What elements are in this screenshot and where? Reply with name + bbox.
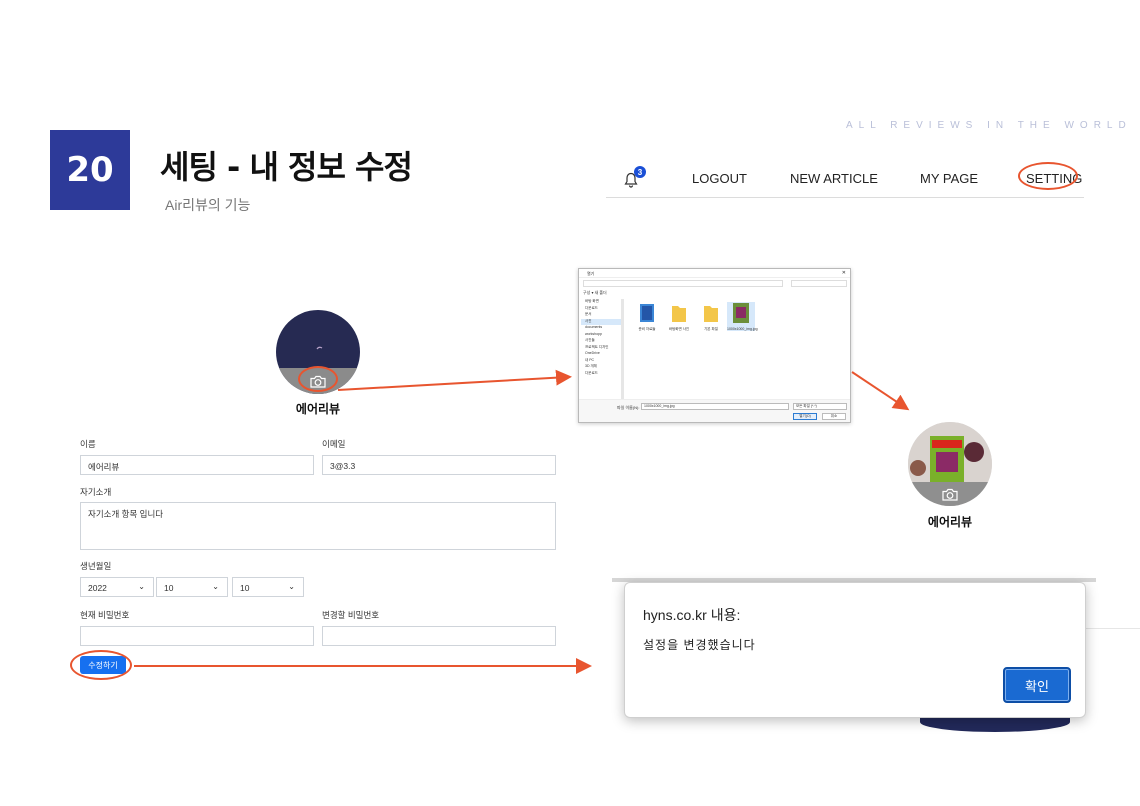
- name-label: 이름: [80, 439, 96, 449]
- sidebar-item[interactable]: OneDrive: [585, 351, 600, 355]
- alert-host: hyns.co.kr 내용:: [643, 607, 741, 623]
- folder-icon: [672, 306, 686, 322]
- filetype-select[interactable]: 모든 파일 (*.*): [793, 403, 847, 410]
- sidebar-item[interactable]: 다운로드: [585, 305, 598, 310]
- notification-badge: 3: [634, 166, 646, 178]
- birth-year-value: 2022: [88, 583, 107, 593]
- cancel-button[interactable]: 취소: [822, 413, 846, 420]
- file-item[interactable]: 바탕화면 사진: [665, 302, 693, 332]
- close-icon[interactable]: ✕: [841, 270, 846, 276]
- dialog-sidebar: 바탕 화면 다운로드 문서 사진 documents workshopp 사진들…: [581, 299, 621, 399]
- slide-number: 20: [50, 130, 130, 210]
- file-item-selected[interactable]: 1000x1000_img.jpg: [727, 302, 758, 331]
- intro-label: 자기소개: [80, 487, 112, 497]
- dialog-footer: 파일 이름(N): 1000x1000_img.jpg 모든 파일 (*.*) …: [579, 399, 850, 422]
- file-item[interactable]: 기본 파일: [697, 302, 725, 332]
- address-bar[interactable]: [583, 280, 783, 287]
- file-list: 준비 자료들 바탕화면 사진 기본 파일 1000x1000_img.jpg: [633, 302, 843, 352]
- sidebar-item[interactable]: 내 PC: [585, 357, 595, 362]
- file-name: 준비 자료들: [638, 327, 656, 331]
- folder-icon: [704, 306, 718, 322]
- alert-message: 설정을 변경했습니다: [643, 638, 756, 652]
- dialog-scrollbar[interactable]: [621, 299, 624, 399]
- birth-day-select[interactable]: 10 ⌄: [232, 577, 304, 597]
- file-dialog: 열기 ✕ 구성 ▾ 새 폴더 바탕 화면 다운로드 문서 사진 document…: [578, 268, 851, 423]
- sidebar-item[interactable]: 문서: [585, 312, 592, 316]
- folder-icon: [640, 304, 654, 322]
- file-name: 기본 파일: [704, 327, 718, 331]
- arrow-dialog-to-avatar: [851, 371, 910, 411]
- slide-subtitle: Air리뷰의 기능: [165, 197, 251, 213]
- page-divider: [612, 578, 1096, 582]
- new-article-link[interactable]: NEW ARTICLE: [790, 171, 878, 186]
- tagline: ALL REVIEWS IN THE WORLD: [846, 120, 1132, 131]
- camera-strip[interactable]: [908, 482, 992, 506]
- sidebar-item[interactable]: 사진: [581, 318, 621, 325]
- sidebar-item[interactable]: 다운로드: [585, 370, 598, 375]
- new-password-field[interactable]: [322, 626, 556, 646]
- setting-highlight: [1018, 162, 1078, 190]
- chevron-down-icon: ⌄: [212, 582, 219, 591]
- sidebar-item[interactable]: workshopp: [585, 331, 602, 336]
- intro-textarea[interactable]: 자기소개 항목 입니다: [80, 502, 556, 550]
- slide-title: 세팅 - 내 정보 수정: [160, 148, 413, 186]
- file-name: 바탕화면 사진: [668, 327, 690, 331]
- profile-name: 에어리뷰: [295, 402, 341, 416]
- ok-button[interactable]: 확인: [1003, 667, 1071, 703]
- submit-highlight: [70, 650, 132, 680]
- chevron-down-icon: ⌄: [288, 582, 295, 591]
- birth-year-select[interactable]: 2022 ⌄: [80, 577, 154, 597]
- new-password-label: 변경할 비밀번호: [322, 610, 380, 620]
- name-field[interactable]: 에어리뷰: [80, 455, 314, 475]
- dialog-toolbar[interactable]: 구성 ▾ 새 폴더: [583, 290, 607, 295]
- sidebar-item[interactable]: documents: [585, 325, 603, 329]
- chevron-down-icon: ⌄: [138, 582, 145, 591]
- open-button[interactable]: 열기(O): [793, 413, 817, 420]
- birth-day-value: 10: [240, 583, 250, 593]
- dialog-titlebar: 열기 ✕: [579, 269, 850, 278]
- email-field[interactable]: 3@3.3: [322, 455, 556, 475]
- sidebar-item[interactable]: 3D 개체: [585, 364, 597, 368]
- dialog-search-input[interactable]: [791, 280, 847, 287]
- arrow-avatar-to-dialog: [337, 369, 572, 391]
- sidebar-item[interactable]: 사진들: [585, 338, 595, 342]
- birth-month-value: 10: [164, 583, 174, 593]
- page-divider: [1086, 628, 1140, 629]
- file-item[interactable]: 준비 자료들: [633, 302, 661, 332]
- dialog-title: 열기: [587, 271, 595, 276]
- my-page-link[interactable]: MY PAGE: [920, 171, 979, 186]
- current-password-field[interactable]: [80, 626, 314, 646]
- logout-link[interactable]: LOGOUT: [692, 171, 747, 186]
- filename-label: 파일 이름(N):: [617, 405, 640, 410]
- email-label: 이메일: [322, 439, 346, 449]
- updated-profile-name: 에어리뷰: [927, 515, 973, 529]
- file-name: 1000x1000_img.jpg: [727, 327, 758, 331]
- current-password-label: 현재 비밀번호: [80, 610, 130, 620]
- birth-label: 생년월일: [80, 561, 112, 571]
- birth-month-select[interactable]: 10 ⌄: [156, 577, 228, 597]
- sidebar-item[interactable]: 프로젝트 디자인: [585, 344, 609, 349]
- updated-avatar[interactable]: [908, 422, 992, 506]
- camera-highlight: [298, 366, 338, 392]
- camera-icon[interactable]: [942, 488, 958, 501]
- image-thumbnail-icon: [733, 303, 749, 323]
- alert-dialog: hyns.co.kr 내용: 설정을 변경했습니다 확인: [624, 582, 1086, 718]
- avatar-decoration: [316, 346, 323, 350]
- bell-icon[interactable]: [624, 172, 638, 188]
- filename-input[interactable]: 1000x1000_img.jpg: [641, 403, 789, 410]
- sidebar-item[interactable]: 바탕 화면: [585, 299, 599, 303]
